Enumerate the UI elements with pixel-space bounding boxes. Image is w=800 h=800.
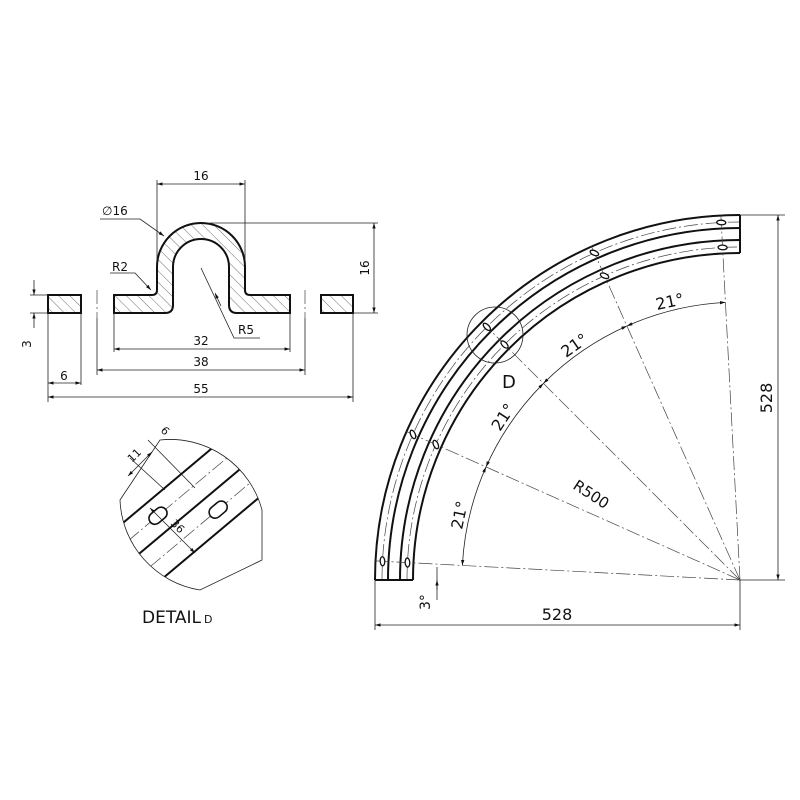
angle-dimension-arc [626, 300, 726, 327]
dim-6: 6 [60, 369, 68, 383]
section-view: 16 ∅16 R2 16 3 R5 32 38 6 55 [20, 169, 378, 402]
dim-55: 55 [193, 382, 208, 396]
mounting-hole [482, 322, 492, 332]
radial-centerline [481, 321, 741, 581]
radial-centerline [720, 215, 741, 581]
detail-dim-36: 36 [168, 517, 187, 536]
radial-centerline [591, 246, 741, 581]
angle-dimension-arc [485, 383, 544, 468]
radial-centerline [406, 431, 741, 581]
dim-inner-radius: R5 [238, 323, 254, 337]
mounting-hole [404, 557, 411, 568]
dim-38: 38 [193, 355, 208, 369]
height-dim: 528 [757, 383, 776, 414]
dim-height: 16 [358, 260, 372, 275]
mounting-hole [716, 219, 727, 226]
detail-title-letter: D [204, 613, 212, 626]
mounting-hole [599, 272, 610, 280]
angle-label: 21° [447, 499, 471, 531]
angle-label: 21° [654, 289, 686, 313]
mounting-hole [432, 439, 440, 450]
detail-dim-11: 11 [125, 446, 144, 465]
mounting-hole [500, 340, 509, 349]
angle-label: 21° [557, 329, 591, 361]
flange-right-end [320, 294, 354, 314]
detail-d-callout[interactable] [466, 306, 524, 364]
bent-profile [113, 222, 291, 314]
arc-view: D 21° 21° 21° 21° R500 3° 528 528 [374, 214, 785, 630]
start-angle-label: 3° [418, 594, 434, 610]
slot-hole [208, 500, 229, 520]
dim-thickness: 3 [20, 340, 34, 348]
mounting-hole [717, 244, 728, 251]
detail-dim-6: 6 [158, 424, 172, 438]
angle-dimension-arc [460, 466, 487, 566]
mounting-hole [409, 429, 417, 440]
width-dim: 528 [542, 605, 573, 624]
dim-32: 32 [193, 334, 208, 348]
detail-title-word: DETAIL [142, 608, 202, 628]
flange-left-end [47, 294, 82, 314]
mounting-hole [379, 556, 386, 567]
dim-fillet-radius: R2 [112, 260, 128, 274]
radial-centerline [375, 560, 741, 581]
detail-d-label: D [502, 372, 516, 393]
angle-dimension-arc [543, 325, 628, 384]
angle-label: 21° [487, 400, 518, 434]
dim-top-width: 16 [193, 169, 208, 183]
dim-diameter: ∅16 [102, 204, 128, 218]
mounting-hole [589, 249, 600, 257]
